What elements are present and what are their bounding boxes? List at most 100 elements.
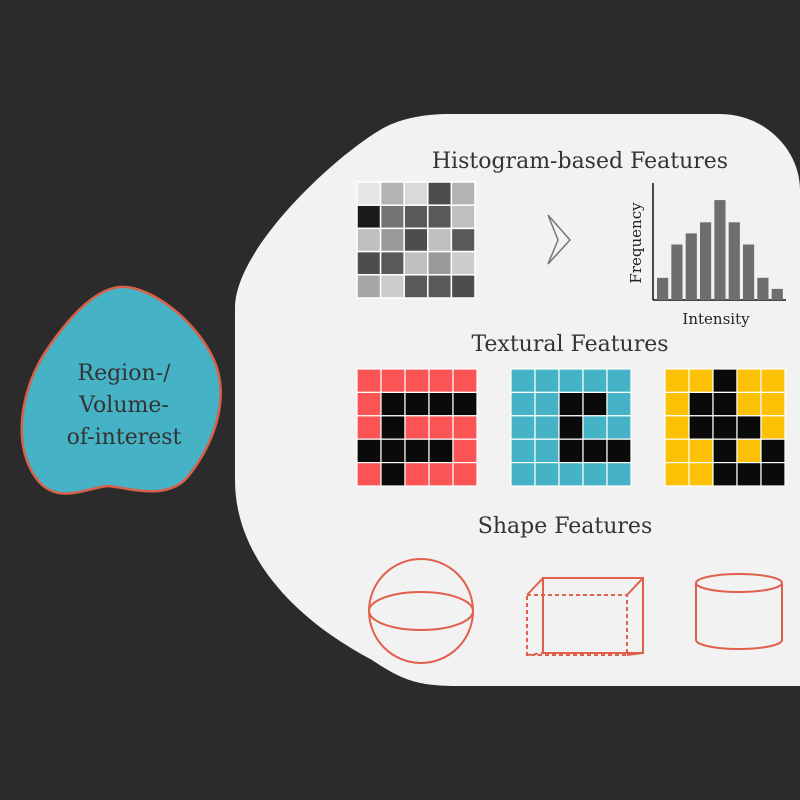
grayscale-cell: [427, 274, 453, 299]
grayscale-cell: [356, 250, 382, 276]
shape-section-title: Shape Features: [478, 514, 653, 539]
grayscale-cell: [450, 204, 476, 230]
histogram-bar: [657, 277, 669, 300]
texture-cell: [664, 368, 690, 393]
texture-grid: [664, 368, 786, 487]
texture-cell: [404, 415, 430, 440]
texture-grids: [356, 368, 786, 487]
texture-cell: [356, 391, 382, 417]
texture-cell: [736, 438, 762, 464]
grayscale-cell: [403, 204, 429, 230]
histogram-bar: [700, 222, 712, 300]
texture-cell: [452, 462, 478, 487]
grayscale-cell: [379, 181, 405, 206]
texture-cell: [510, 415, 536, 440]
grayscale-cell: [450, 274, 476, 299]
texture-cell: [534, 462, 560, 487]
texture-cell: [356, 368, 382, 393]
texture-cell: [736, 391, 762, 417]
histogram-ylabel: Frequency: [627, 202, 645, 284]
texture-cell: [736, 368, 762, 393]
texture-cell: [606, 415, 632, 440]
texture-cell: [404, 438, 430, 464]
texture-cell: [452, 368, 478, 393]
texture-cell: [760, 438, 786, 464]
texture-cell: [712, 368, 738, 393]
grayscale-cell: [450, 250, 476, 276]
grayscale-cell: [403, 181, 429, 206]
texture-cell: [534, 438, 560, 464]
shape-icons: [368, 558, 783, 664]
roi-blob: Region-/ Volume- of-interest: [20, 285, 222, 495]
texture-cell: [380, 415, 406, 440]
grayscale-cell: [427, 250, 453, 276]
texture-cell: [736, 415, 762, 440]
texture-cell: [404, 391, 430, 417]
texture-cell: [510, 368, 536, 393]
texture-cell: [380, 368, 406, 393]
roi-label-line-1: Region-/: [78, 361, 172, 386]
texture-cell: [428, 438, 454, 464]
texture-cell: [664, 415, 690, 440]
texture-cell: [688, 391, 714, 417]
texture-cell: [452, 391, 478, 417]
grayscale-cell: [427, 204, 453, 230]
texture-cell: [510, 438, 536, 464]
texture-cell: [606, 368, 632, 393]
texture-cell: [534, 368, 560, 393]
texture-cell: [606, 391, 632, 417]
texture-cell: [712, 438, 738, 464]
texture-cell: [688, 462, 714, 487]
texture-cell: [380, 462, 406, 487]
histogram-bar: [685, 233, 697, 300]
texture-cell: [760, 462, 786, 487]
texture-cell: [428, 415, 454, 440]
grayscale-cell: [427, 181, 453, 206]
roi-label-line-2: Volume-: [78, 393, 169, 418]
grayscale-cell: [450, 181, 476, 206]
grayscale-cell: [450, 227, 476, 253]
texture-cell: [428, 391, 454, 417]
grayscale-cell: [403, 250, 429, 276]
texture-cell: [356, 462, 382, 487]
texture-cell: [404, 368, 430, 393]
texture-cell: [712, 415, 738, 440]
texture-cell: [558, 368, 584, 393]
texture-cell: [534, 391, 560, 417]
texture-cell: [452, 438, 478, 464]
texture-cell: [582, 462, 608, 487]
histogram-bar: [743, 244, 755, 300]
texture-cell: [380, 391, 406, 417]
texture-cell: [582, 391, 608, 417]
texture-cell: [760, 415, 786, 440]
texture-cell: [558, 415, 584, 440]
histogram-bar: [671, 244, 683, 300]
textural-section-title: Textural Features: [471, 332, 668, 357]
texture-cell: [760, 391, 786, 417]
grayscale-cell: [379, 250, 405, 276]
grayscale-cell: [356, 274, 382, 299]
texture-cell: [404, 462, 430, 487]
texture-cell: [736, 462, 762, 487]
cylinder-icon: [695, 573, 783, 650]
texture-cell: [582, 368, 608, 393]
histogram-xlabel: Intensity: [682, 310, 750, 328]
texture-cell: [664, 391, 690, 417]
sphere-icon: [368, 558, 474, 664]
texture-cell: [428, 462, 454, 487]
texture-cell: [664, 438, 690, 464]
texture-grid: [356, 368, 478, 487]
texture-cell: [558, 438, 584, 464]
grayscale-cell: [379, 274, 405, 299]
histogram-bar: [714, 200, 726, 300]
texture-cell: [760, 368, 786, 393]
texture-grid: [510, 368, 632, 487]
texture-cell: [380, 438, 406, 464]
texture-cell: [428, 368, 454, 393]
histogram-bar: [757, 277, 769, 300]
grayscale-cell: [427, 227, 453, 253]
histogram-bar: [728, 222, 740, 300]
grayscale-cell: [356, 204, 382, 230]
grayscale-cell: [356, 227, 382, 253]
grayscale-cell: [356, 181, 382, 206]
